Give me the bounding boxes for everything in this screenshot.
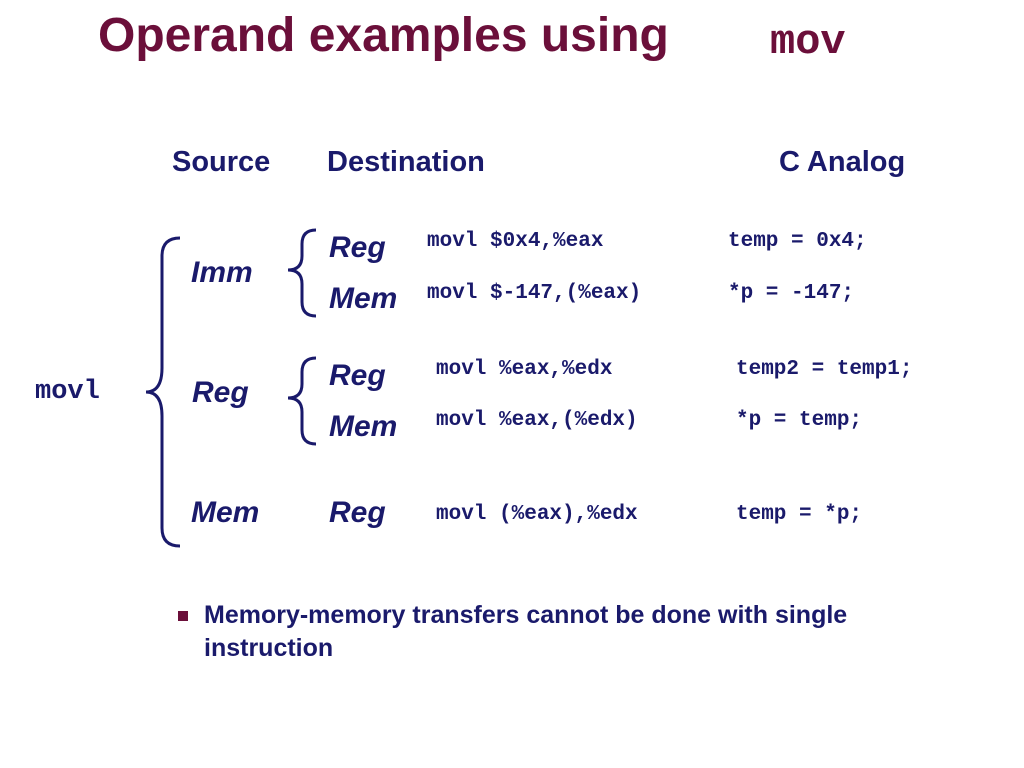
header-source: Source <box>172 146 271 178</box>
dest-mem-reg: Reg <box>329 496 386 529</box>
source-imm: Imm <box>191 256 253 289</box>
movl-brace <box>145 236 181 548</box>
source-mem: Mem <box>191 496 260 529</box>
slide-title-code: mov <box>770 18 846 66</box>
asm-imm-mem: movl $-147,(%eax) <box>427 282 642 305</box>
bullet-text: Memory-memory transfers cannot be done w… <box>204 601 848 662</box>
dest-reg-mem: Mem <box>329 410 398 443</box>
c-reg-mem: *p = temp; <box>736 409 863 432</box>
source-reg: Reg <box>192 376 249 409</box>
imm-brace <box>287 228 317 318</box>
slide-title: Operand examples using <box>98 9 669 62</box>
c-imm-reg: temp = 0x4; <box>728 230 867 253</box>
dest-imm-reg: Reg <box>329 231 386 264</box>
asm-reg-reg: movl %eax,%edx <box>436 358 613 381</box>
dest-reg-reg: Reg <box>329 359 386 392</box>
asm-reg-mem: movl %eax,(%edx) <box>436 409 638 432</box>
instruction-movl: movl <box>35 377 100 407</box>
asm-imm-reg: movl $0x4,%eax <box>427 230 604 253</box>
c-reg-reg: temp2 = temp1; <box>736 358 913 381</box>
asm-mem-reg: movl (%eax),%edx <box>436 503 638 526</box>
c-imm-mem: *p = -147; <box>728 282 855 305</box>
bullet-square-icon <box>178 611 188 621</box>
reg-brace <box>287 356 317 446</box>
header-destination: Destination <box>327 146 485 178</box>
dest-imm-mem: Mem <box>329 282 398 315</box>
c-mem-reg: temp = *p; <box>736 503 863 526</box>
header-c-analog: C Analog <box>779 146 906 178</box>
